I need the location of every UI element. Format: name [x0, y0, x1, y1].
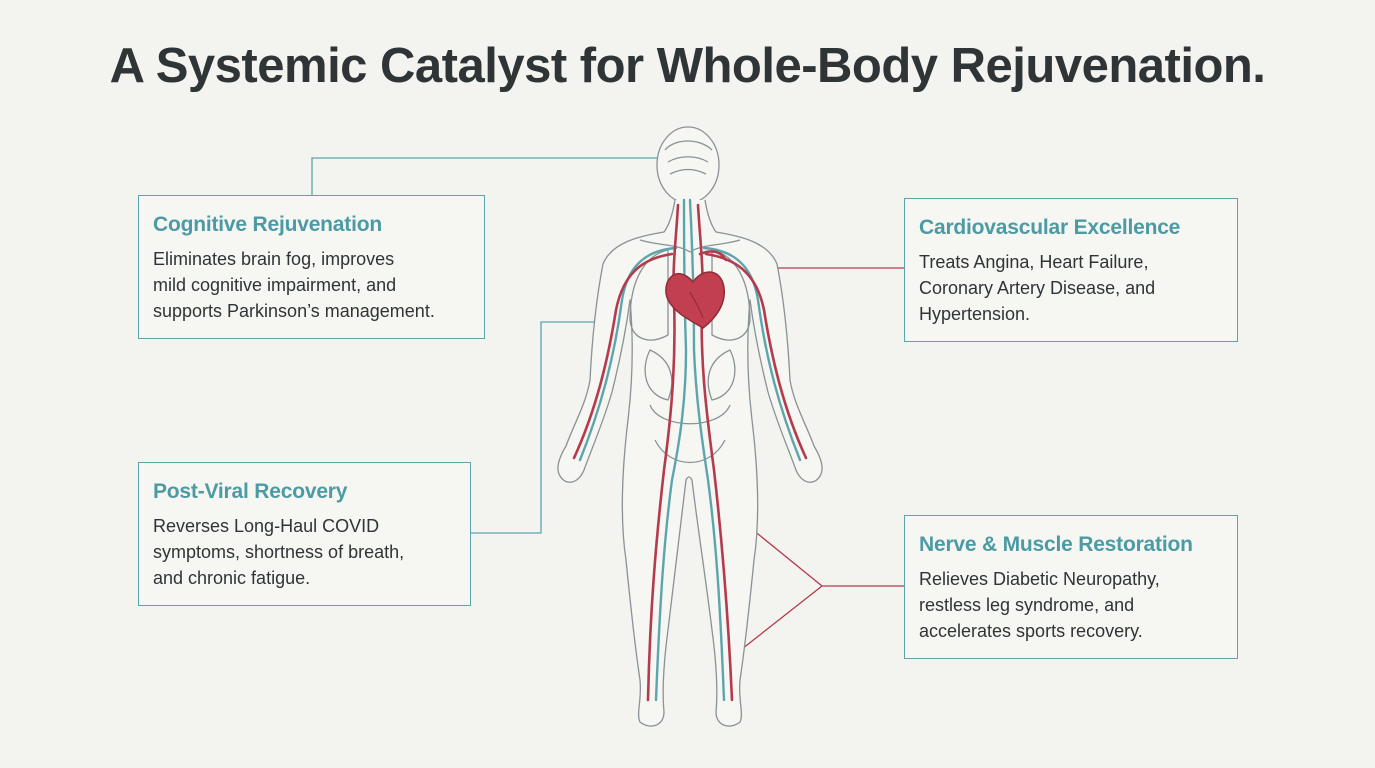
card-line: Relieves Diabetic Neuropathy, [919, 569, 1160, 589]
card-line: Treats Angina, Heart Failure, [919, 252, 1149, 272]
card-line: and chronic fatigue. [153, 568, 311, 588]
arteries [572, 203, 808, 702]
body-outline [557, 126, 823, 727]
card-line: restless leg syndrome, and [919, 595, 1135, 615]
card-heading: Cardiovascular Excellence [919, 216, 1181, 239]
card-line: Eliminates brain fog, improves [153, 249, 395, 269]
card-line: supports Parkinson’s management. [153, 301, 435, 321]
card-heading: Post-Viral Recovery [153, 480, 348, 503]
card-heading: Cognitive Rejuvenation [153, 213, 382, 236]
card-nerve-muscle-restoration: Nerve & Muscle Restoration Relieves Diab… [904, 515, 1238, 659]
heart-icon [665, 271, 725, 329]
card-body: Relieves Diabetic Neuropathy, restless l… [919, 566, 1223, 644]
card-body: Reverses Long-Haul COVID symptoms, short… [153, 513, 456, 591]
card-line: accelerates sports recovery. [919, 621, 1143, 641]
card-line: Hypertension. [919, 304, 1031, 324]
page-title: A Systemic Catalyst for Whole-Body Rejuv… [109, 39, 1266, 93]
card-line: mild cognitive impairment, and [153, 275, 397, 295]
card-line: Reverses Long-Haul COVID [153, 516, 380, 536]
card-heading: Nerve & Muscle Restoration [919, 533, 1193, 556]
connector-viral [471, 321, 600, 534]
connector-nerve [725, 507, 904, 661]
card-line: Coronary Artery Disease, and [919, 278, 1156, 298]
connector-cognitive [311, 157, 660, 195]
card-body: Eliminates brain fog, improves mild cogn… [153, 246, 470, 324]
card-body: Treats Angina, Heart Failure, Coronary A… [919, 249, 1223, 327]
veins [578, 198, 802, 702]
card-post-viral-recovery: Post-Viral Recovery Reverses Long-Haul C… [138, 462, 471, 606]
card-cardiovascular-excellence: Cardiovascular Excellence Treats Angina,… [904, 198, 1238, 342]
card-cognitive-rejuvenation: Cognitive Rejuvenation Eliminates brain … [138, 195, 485, 339]
card-line: symptoms, shortness of breath, [153, 542, 405, 562]
